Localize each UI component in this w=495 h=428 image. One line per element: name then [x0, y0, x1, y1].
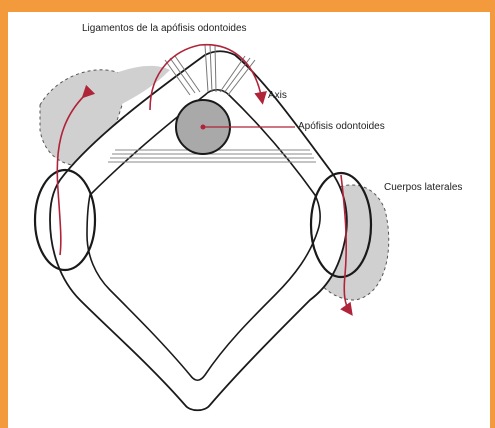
rotation-arrow-left: [56, 84, 96, 256]
right-lateral-body: [309, 171, 373, 279]
rotation-arrow-right: [340, 174, 353, 316]
left-lateral-body: [33, 168, 97, 272]
odontoid-ligament-fibres: [164, 44, 256, 96]
label-axis: Axis: [268, 90, 287, 101]
label-apofisis: Apófisis odontoides: [298, 121, 385, 132]
rotation-arrow-top: [149, 43, 267, 111]
left-shaded-tail: [100, 65, 170, 110]
label-ligamentos: Ligamentos de la apófisis odontoides: [82, 23, 247, 34]
odontoid-center: [200, 124, 206, 130]
label-cuerpos: Cuerpos laterales: [384, 182, 463, 193]
